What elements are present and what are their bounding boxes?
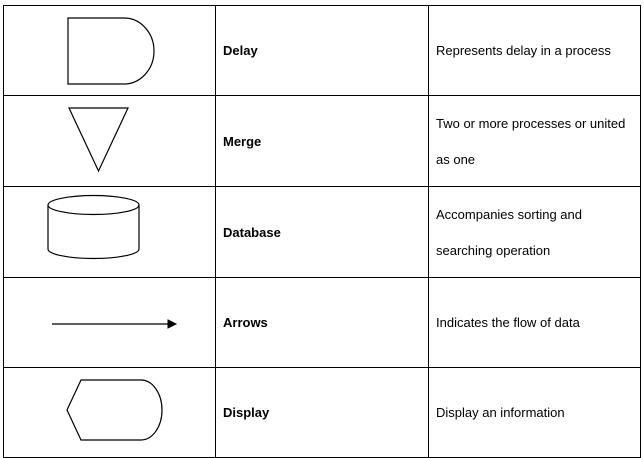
table-row: Display Display an information [3,367,641,458]
symbol-description: Represents delay in a process [428,5,641,96]
symbol-cell [3,277,216,368]
symbol-description: Indicates the flow of data [428,277,641,368]
arrow-symbol-icon [52,319,178,329]
symbol-cell [3,186,216,278]
table-row: Delay Represents delay in a process [3,5,641,96]
symbol-name: Database [215,186,429,278]
delay-symbol-icon [67,17,155,85]
symbol-cell [3,367,216,458]
symbol-name: Delay [215,5,429,96]
symbol-name: Arrows [215,277,429,368]
symbol-name: Merge [215,95,429,187]
symbol-cell [3,5,216,96]
symbol-cell [3,95,216,187]
flowchart-symbols-table: Delay Represents delay in a process Merg… [3,5,641,458]
symbol-description: Accompanies sorting and searching operat… [428,186,641,278]
database-symbol-icon [47,194,140,260]
table-row: Merge Two or more processes or united as… [3,95,641,187]
merge-symbol-icon [68,107,129,173]
symbol-name: Display [215,367,429,458]
table-row: Database Accompanies sorting and searchi… [3,186,641,278]
display-symbol-icon [66,379,163,441]
table-row: Arrows Indicates the flow of data [3,277,641,368]
symbol-description: Two or more processes or united as one [428,95,641,187]
symbol-description: Display an information [428,367,641,458]
